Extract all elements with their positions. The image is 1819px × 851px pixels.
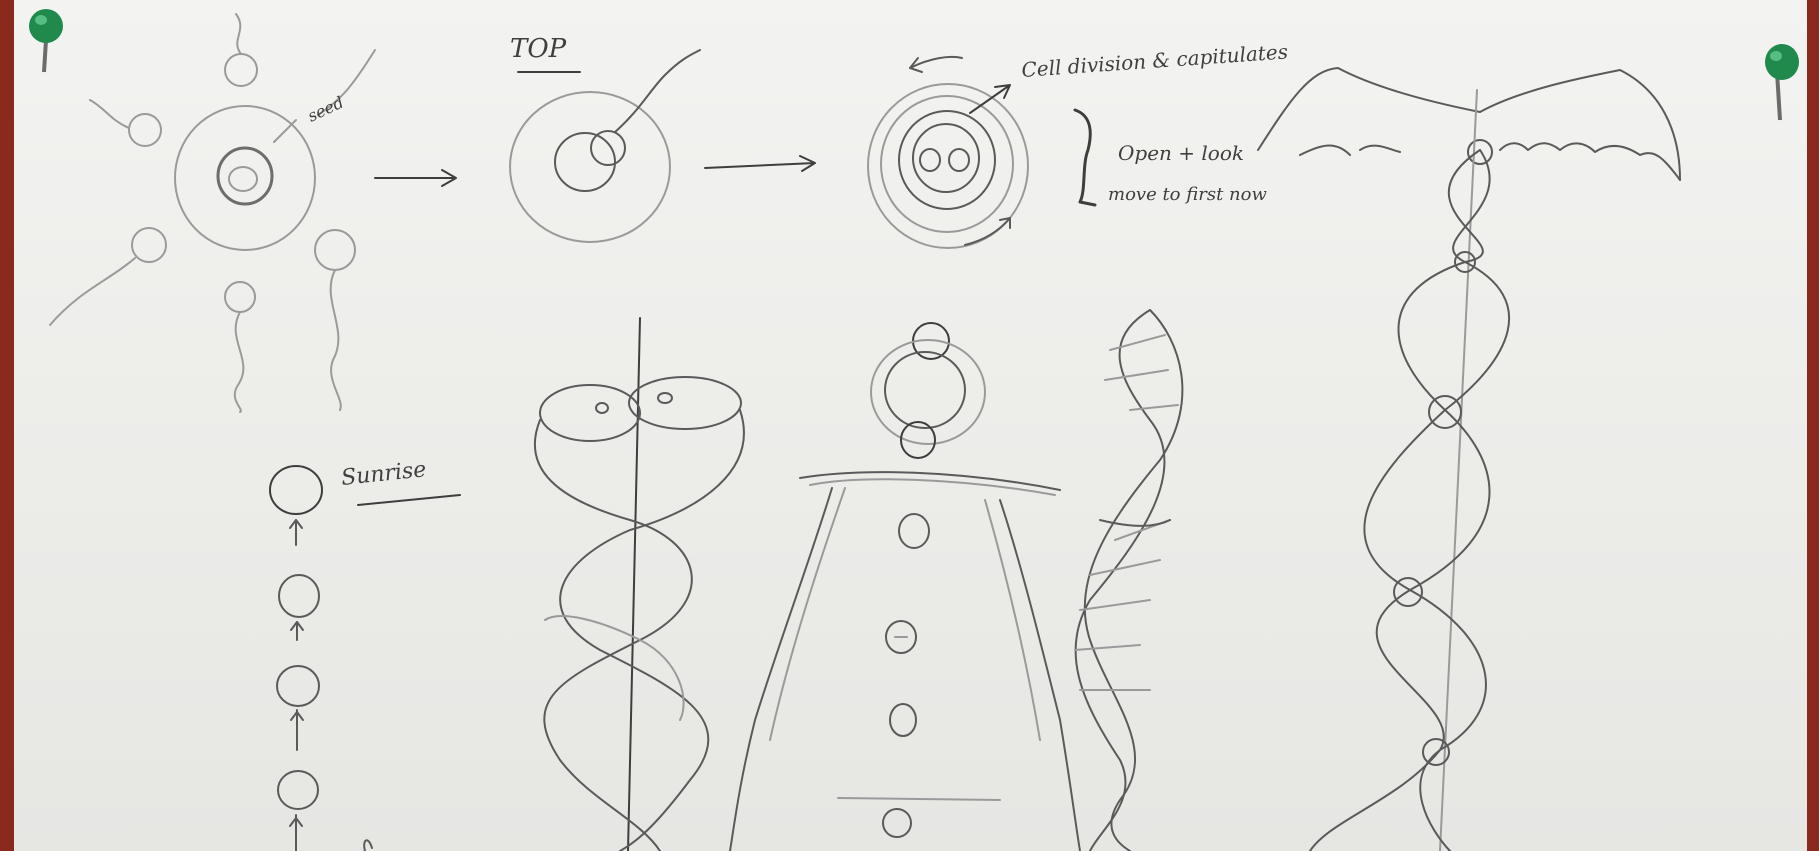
sketch-winged-helix: [1258, 68, 1680, 851]
sketch-central-figure: [730, 323, 1080, 851]
pushpin-icon: [1765, 44, 1799, 120]
sketch-top-view: [510, 50, 700, 242]
open-note: Open + look: [1118, 141, 1244, 165]
arrow-right-icon: [375, 170, 456, 186]
sketch-cell-cluster: [50, 14, 375, 412]
sketch-dna-ribbon: [1075, 310, 1182, 851]
sketch-serpent-helix: [535, 318, 744, 851]
move-note: move to first now: [1108, 184, 1267, 205]
sketch-cell-division: [868, 57, 1028, 248]
cell-division-label: Cell division & capitulates: [1021, 39, 1289, 82]
top-label: TOP: [510, 34, 567, 64]
sketch-sunrise-column: [270, 466, 372, 851]
arrow-right-icon: [705, 156, 815, 171]
pushpin-icon: [29, 9, 63, 72]
bracket-mark: [1075, 110, 1095, 205]
sunrise-label: Sunrise: [340, 457, 427, 491]
seed-label: seed: [305, 93, 347, 126]
